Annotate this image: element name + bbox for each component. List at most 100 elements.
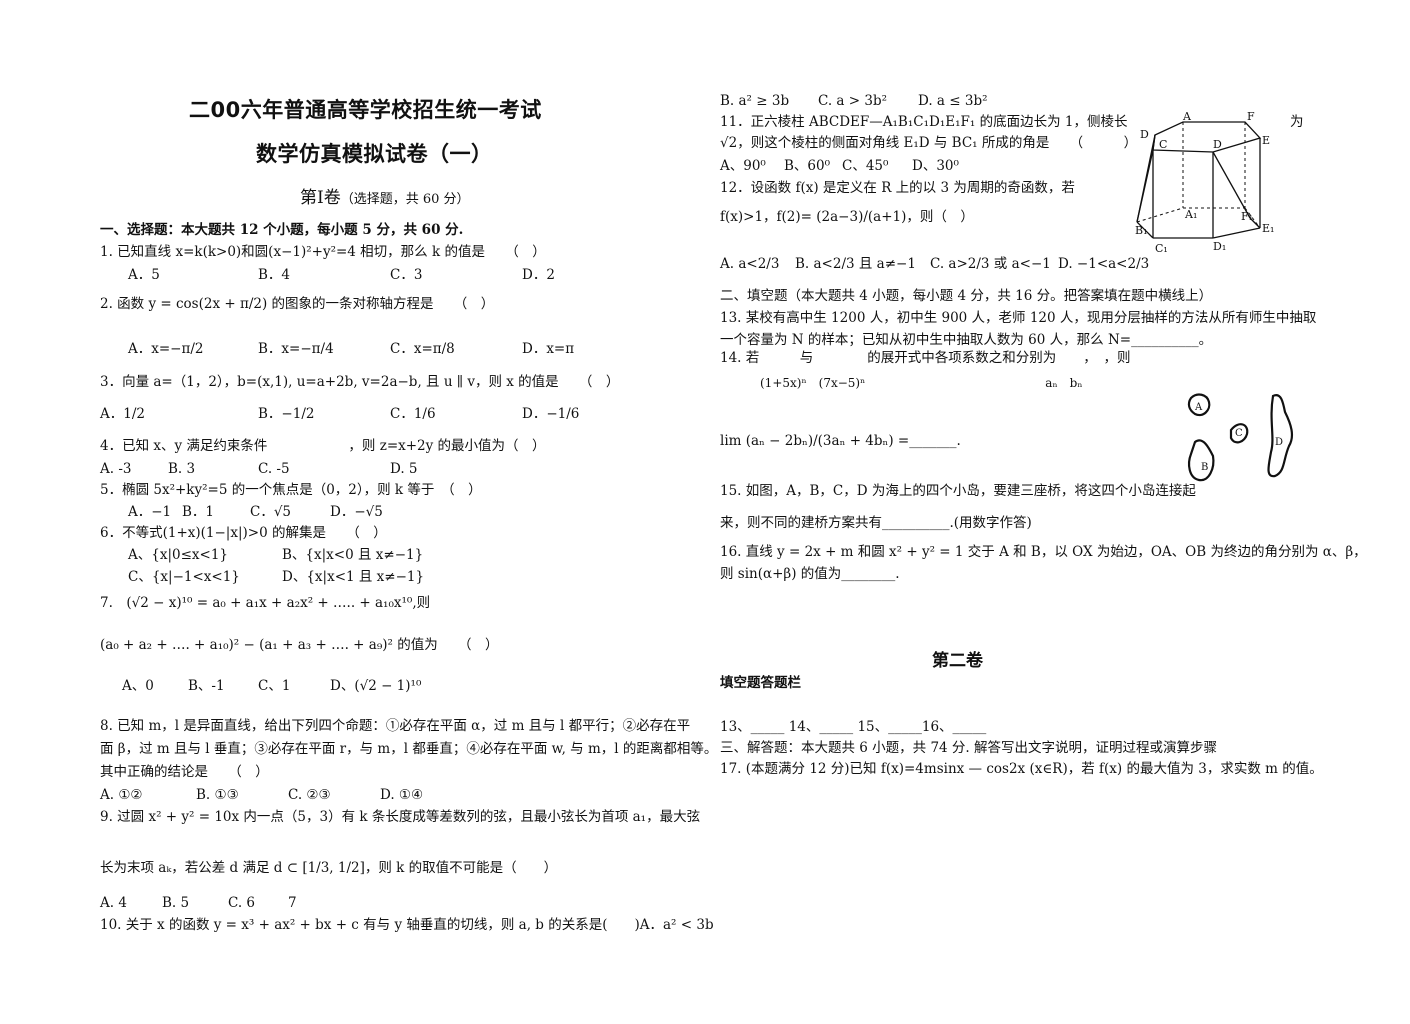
question-8-line-2: 面 β，过 m 且与 l 垂直；③必存在平面 r，与 m，l 都垂直；④必存在平… xyxy=(100,741,718,757)
q6-option-b: B、{x|x<0 且 x≠−1} xyxy=(282,547,424,563)
question-14-line-2: (1+5x)ⁿ (7x−5)ⁿ aₙ bₙ xyxy=(760,376,1083,390)
q4-option-d: D. 5 xyxy=(390,461,418,477)
volume-two-title: 第二卷 xyxy=(932,651,983,671)
q5-option-d: D．−√5 xyxy=(330,504,383,520)
prism-label-a: A xyxy=(1182,110,1192,123)
q1-option-b: B．4 xyxy=(258,267,291,283)
island-label-a: A xyxy=(1194,402,1203,413)
q2-option-a: A．x=−π/2 xyxy=(128,341,204,357)
question-3: 3．向量 a=（1，2），b=(x,1), u=a+2b, v=2a−b, 且 … xyxy=(100,374,620,390)
q3-option-c: C．1/6 xyxy=(390,406,436,422)
volume-one-note: （选择题，共 60 分） xyxy=(340,192,470,207)
answer-bar-heading: 填空题答题栏 xyxy=(720,675,801,691)
q2-option-c: C．x=π/8 xyxy=(390,341,455,357)
q11-option-a: A、90⁰ xyxy=(720,158,766,174)
q1-option-a: A．5 xyxy=(128,267,160,283)
prism-label-d: D xyxy=(1213,138,1222,151)
q8-option-d: D. ①④ xyxy=(380,787,424,803)
island-label-b: B xyxy=(1201,462,1208,473)
prism-label-f: F xyxy=(1247,110,1255,123)
exam-subtitle: 数学仿真模拟试卷（一） xyxy=(256,142,493,166)
volume-one-heading: 第Ⅰ卷（选择题，共 60 分） xyxy=(300,189,470,209)
q11-option-d: D、30⁰ xyxy=(912,158,959,174)
question-9-line-2: 长为末项 aₖ，若公差 d 满足 d ⊂ [1/3, 1/2]，则 k 的取值不… xyxy=(100,860,558,876)
answer-blanks-line: 13、_____ 14、_____ 15、_____16、_____ xyxy=(720,719,987,735)
question-16-line-2: 则 sin(α+β) 的值为________. xyxy=(720,566,900,582)
question-5: 5．椭圆 5x²+ky²=5 的一个焦点是（0，2），则 k 等于 （ ） xyxy=(100,482,482,498)
q10-option-c: C. a > 3b² xyxy=(818,93,888,109)
q9-option-b: B. 5 xyxy=(162,895,190,911)
q8-option-c: C. ②③ xyxy=(288,787,331,803)
question-7-line-2: (a₀ + a₂ + …. + a₁₀)² − (a₁ + a₃ + …. + … xyxy=(100,637,499,653)
question-8-line-3: 其中正确的结论是 （ ） xyxy=(100,764,269,780)
q4-option-a: A. -3 xyxy=(100,461,132,477)
q6-option-c: C、{x|−1<x<1} xyxy=(128,569,240,585)
question-14-line-3: lim (aₙ − 2bₙ)/(3aₙ + 4bₙ) =_______. xyxy=(720,433,961,449)
q4-option-b: B. 3 xyxy=(168,461,196,477)
q4-option-c: C. -5 xyxy=(258,461,290,477)
q3-option-b: B．−1/2 xyxy=(258,406,315,422)
q1-option-d: D．2 xyxy=(522,267,555,283)
q3-option-a: A．1/2 xyxy=(100,406,145,422)
question-15-line-1: 15. 如图，A，B，C，D 为海上的四个小岛，要建三座桥，将这四个小岛连接起 xyxy=(720,483,1196,499)
q11-option-c: C、45⁰ xyxy=(842,158,889,174)
question-9-line-1: 9. 过圆 x² + y² = 10x 内一点（5，3）有 k 条长度成等差数列… xyxy=(100,809,701,825)
island-label-d: D xyxy=(1275,437,1283,448)
q5-option-b: B．1 xyxy=(182,504,215,520)
q6-option-a: A、{x|0≤x<1} xyxy=(128,547,229,563)
question-15-line-2: 来，则不同的建桥方案共有__________.(用数字作答) xyxy=(720,515,1032,531)
prism-label-d-outer: D xyxy=(1140,128,1149,141)
question-4: 4．已知 x、y 满足约束条件 ，则 z=x+2y 的最小值为（ ） xyxy=(100,438,546,454)
prism-label-b1: B₁ xyxy=(1135,224,1148,237)
prism-label-e1: E₁ xyxy=(1262,222,1274,235)
question-6: 6．不等式(1+x)(1−|x|)>0 的解集是 （ ） xyxy=(100,525,387,541)
question-13-line-2: 一个容量为 N 的样本；已知从初中生中抽取人数为 60 人，那么 N=_____… xyxy=(720,332,1213,348)
q6-option-d: D、{x|x<1 且 x≠−1} xyxy=(282,569,425,585)
prism-label-c1: C₁ xyxy=(1155,242,1168,255)
q12-option-d: D. −1<a<2/3 xyxy=(1058,256,1150,272)
q10-option-d: D. a ≤ 3b² xyxy=(918,93,988,109)
q12-option-b: B. a<2/3 且 a≠−1 xyxy=(795,256,916,272)
question-1: 1. 已知直线 x=k(k>0)和圆(x−1)²+y²=4 相切，那么 k 的值… xyxy=(100,244,546,260)
question-11-line-2: √2，则这个棱柱的侧面对角线 E₁D 与 BC₁ 所成的角是 （ ） xyxy=(720,135,1138,151)
q5-option-a: A．−1 xyxy=(128,504,172,520)
q7-option-d: D、(√2 − 1)¹⁰ xyxy=(330,678,422,694)
exam-title: 二00六年普通高等学校招生统一考试 xyxy=(189,98,542,122)
q12-option-a: A. a<2/3 xyxy=(720,256,780,272)
q7-option-a: A、0 xyxy=(122,678,154,694)
question-13-line-1: 13. 某校有高中生 1200 人，初中生 900 人，老师 120 人，现用分… xyxy=(720,310,1317,326)
q9-option-d: 7 xyxy=(288,895,297,911)
q3-option-d: D．−1/6 xyxy=(522,406,580,422)
q11-option-b: B、60⁰ xyxy=(784,158,831,174)
section-2-heading: 二、填空题（本大题共 4 小题，每小题 4 分，共 16 分。把答案填在题中横线… xyxy=(720,288,1213,304)
question-7-line-1: 7. (√2 − x)¹⁰ = a₀ + a₁x + a₂x² + ….. + … xyxy=(100,595,431,611)
island-label-c: C xyxy=(1235,428,1243,439)
islands-figure: A C B D xyxy=(1187,393,1294,482)
question-12-line-1: 12．设函数 f(x) 是定义在 R 上的以 3 为周期的奇函数，若 xyxy=(720,180,1075,196)
question-8-line-1: 8. 已知 m，l 是异面直线，给出下列四个命题：①必存在平面 α，过 m 且与… xyxy=(100,718,691,734)
question-2: 2. 函数 y = cos(2x + π/2) 的图象的一条对称轴方程是 （ ） xyxy=(100,296,495,312)
q5-option-c: C．√5 xyxy=(250,504,292,520)
q2-option-b: B．x=−π/4 xyxy=(258,341,334,357)
question-10: 10. 关于 x 的函数 y = x³ + ax² + bx + c 有与 y … xyxy=(100,917,714,933)
q2-option-d: D．x=π xyxy=(522,341,575,357)
q8-option-b: B. ①③ xyxy=(196,787,239,803)
prism-label-d1: D₁ xyxy=(1213,240,1226,253)
section-1-heading: 一、选择题：本大题共 12 个小题，每小题 5 分，共 60 分. xyxy=(100,222,464,238)
question-12-line-2: f(x)>1，f(2)= (2a−3)/(a+1)，则（ ） xyxy=(720,209,974,225)
question-11-line-1: 11．正六棱柱 ABCDEF—A₁B₁C₁D₁E₁F₁ 的底面边长为 1，侧棱长 xyxy=(720,114,1128,130)
q8-option-a: A. ①② xyxy=(100,787,143,803)
q1-option-c: C．3 xyxy=(390,267,423,283)
prism-label-a1: A₁ xyxy=(1184,208,1197,221)
question-11-line-1-tail: 为 xyxy=(1290,114,1304,130)
question-14-line-1: 14. 若 与 的展开式中各项系数之和分别为 ， ，则 xyxy=(720,350,1131,366)
q10-option-b: B. a² ≥ 3b xyxy=(720,93,790,109)
q12-option-c: C. a>2/3 或 a<−1 xyxy=(930,256,1051,272)
question-17: 17. (本题满分 12 分)已知 f(x)=4msinx — cos2x (x… xyxy=(720,761,1323,777)
q9-option-c: C. 6 xyxy=(228,895,256,911)
q9-option-a: A. 4 xyxy=(100,895,127,911)
hexagonal-prism-figure: A F D C D E A₁ B₁ F₁ E₁ C₁ D₁ xyxy=(1135,110,1274,255)
prism-label-f1: F₁ xyxy=(1241,210,1253,223)
q7-option-c: C、1 xyxy=(258,678,291,694)
q7-option-b: B、-1 xyxy=(188,678,225,694)
